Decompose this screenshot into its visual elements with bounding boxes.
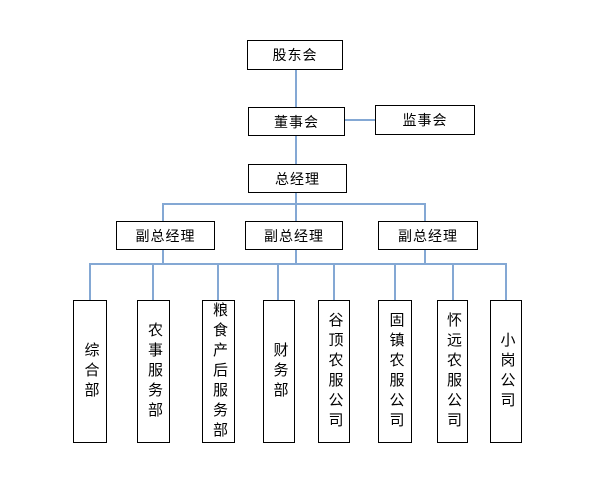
connector-bus-dept-1 [89, 265, 91, 300]
org-node-label: 粮食产后服务部 [211, 301, 227, 442]
connector-board-gm [295, 136, 297, 164]
org-node-dept-agri-service: 农事服务部 [137, 300, 170, 443]
org-node-board: 董事会 [248, 107, 345, 136]
org-node-label: 怀远农服公司 [445, 311, 461, 432]
connector-bus-dept-6 [394, 265, 396, 300]
connector-deputy-2-bus [295, 250, 297, 263]
connector-deputy-3-bus [424, 250, 426, 263]
org-node-company-guding: 谷顶农服公司 [318, 300, 350, 443]
connector-deputy-bus [162, 203, 426, 205]
org-node-company-huaiyuan: 怀远农服公司 [437, 300, 468, 443]
org-node-label: 谷顶农服公司 [326, 311, 343, 432]
org-node-shareholders: 股东会 [247, 40, 343, 70]
connector-bus-dept-2 [152, 265, 154, 300]
org-node-supervisory: 监事会 [375, 105, 475, 135]
connector-board-supervisory [345, 119, 375, 121]
org-node-deputy-gm-1: 副总经理 [116, 221, 215, 250]
org-node-dept-grain-postharvest: 粮食产后服务部 [202, 300, 235, 443]
connector-bus-deputy-1 [162, 205, 164, 221]
org-node-company-guzhen: 固镇农服公司 [378, 300, 412, 443]
connector-shareholders-board [295, 70, 297, 107]
connector-bus-deputy-2 [295, 205, 297, 221]
connector-bus-dept-5 [333, 265, 335, 300]
org-node-deputy-gm-2: 副总经理 [245, 221, 343, 250]
org-node-label: 综合部 [82, 341, 99, 402]
org-node-label: 固镇农服公司 [387, 311, 404, 432]
org-node-label: 小岗公司 [498, 331, 515, 412]
org-node-dept-general: 综合部 [73, 300, 107, 443]
connector-bus-dept-3 [217, 265, 219, 300]
org-node-deputy-gm-3: 副总经理 [378, 221, 478, 250]
org-node-dept-finance: 财务部 [263, 300, 295, 443]
org-node-general-manager: 总经理 [248, 164, 347, 193]
connector-bus-dept-8 [505, 265, 507, 300]
org-node-label: 财务部 [271, 341, 288, 402]
connector-deputy-1-bus [162, 250, 164, 263]
connector-bus-dept-7 [452, 265, 454, 300]
org-node-company-xiaogang: 小岗公司 [490, 300, 522, 443]
connector-gm-bus [295, 193, 297, 205]
connector-bus-dept-4 [277, 265, 279, 300]
org-node-label: 农事服务部 [146, 321, 162, 422]
connector-department-bus [89, 263, 507, 265]
connector-bus-deputy-3 [424, 205, 426, 221]
